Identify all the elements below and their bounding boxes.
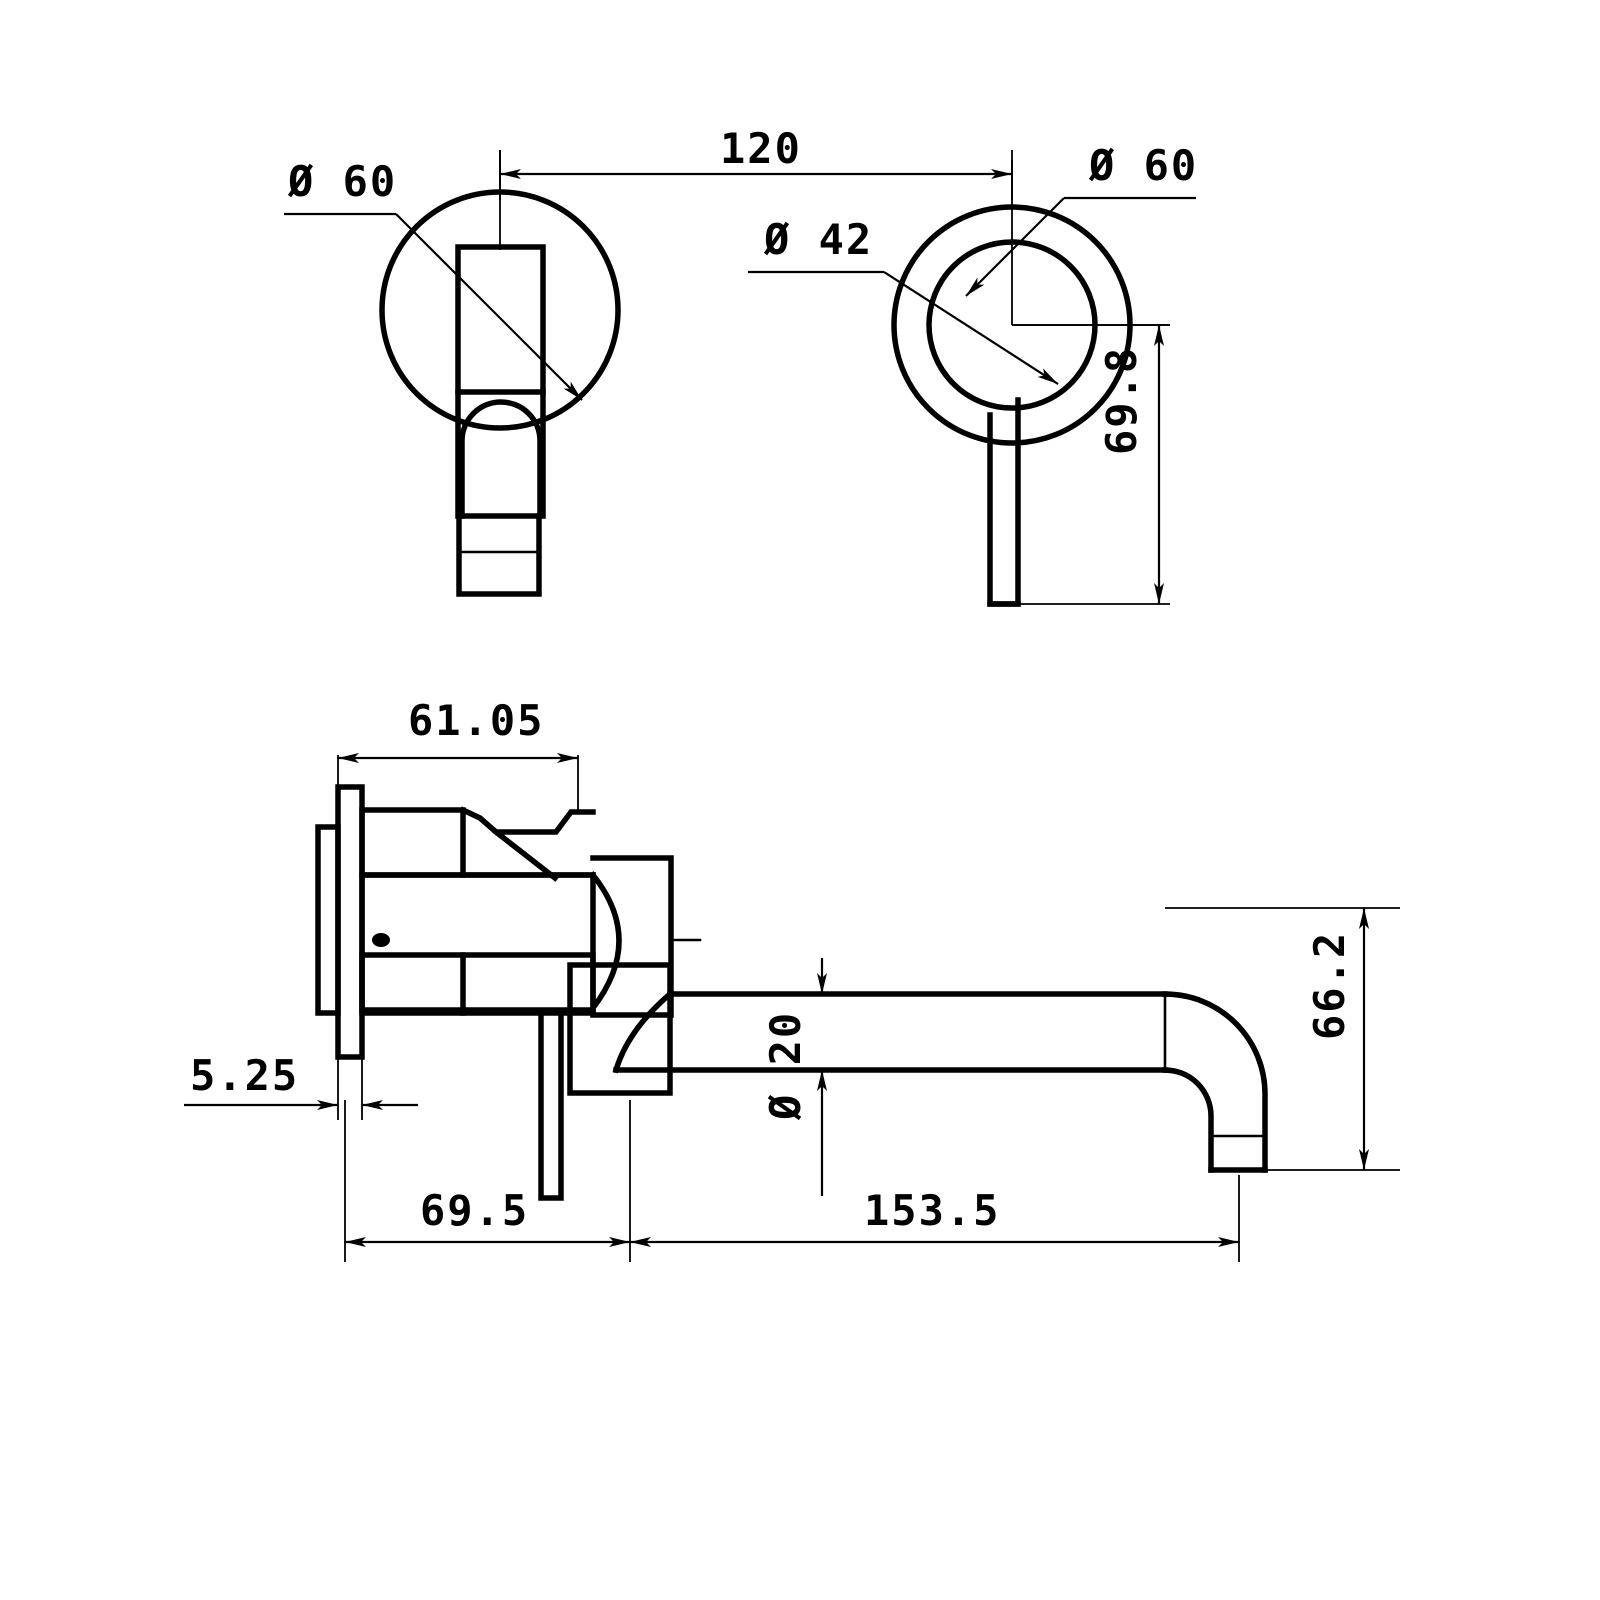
side-body-right-block [590,855,674,1018]
dimension-61p05: 61.05 [337,696,579,812]
mixer-handle-block [455,244,546,519]
grub-screw-dot [372,933,390,947]
dimension-dia60-left: Ø 60 [284,157,583,401]
side-rear-collar [315,824,341,1016]
side-lower-band-right [460,952,596,1016]
dim66p2-label: 66.2 [1305,931,1354,1040]
dim5p25-label: 5.25 [190,1051,299,1100]
side-handle-barrel [359,807,466,878]
side-lever-edge [492,828,559,882]
side-lever-drop [538,1010,564,1201]
dimension-dia20: Ø 20 [761,958,827,1196]
dia42-label: Ø 42 [763,215,873,264]
front-view-mixer [379,150,621,597]
dimension-69p8: 69.8 [1012,324,1170,605]
dimension-69p5: 69.5 [344,1100,631,1262]
dim153p5-label: 153.5 [864,1186,1000,1235]
dimension-5p25: 5.25 [184,1051,418,1120]
dimension-dia42: Ø 42 [748,215,1059,385]
side-body-mid [359,872,596,1013]
dia42-pointer [883,271,1059,385]
side-body-concave [589,871,622,1012]
dimension-dia60-right: Ø 60 [965,141,1198,297]
spout-stem [987,397,1021,607]
dim69p8-label: 69.8 [1097,346,1146,455]
dia20-label: Ø 20 [761,1011,810,1121]
dia60-left-pointer [395,213,583,401]
mixer-lever-shaft [456,513,542,597]
side-lever-chamfer [459,806,596,835]
side-spout-neck-upper [612,990,674,1074]
dimension-66p2: 66.2 [1165,907,1400,1171]
dia60-right-pointer [965,197,1065,297]
dia60-left-label: Ø 60 [287,157,397,206]
dim69p5-label: 69.5 [420,1186,529,1235]
mixer-lever-arch [459,399,543,519]
side-elevation [315,784,1268,1201]
side-spout-elbow-outer [1162,991,1268,1173]
side-wall-plate [335,784,365,1060]
dimension-120: 120 [499,124,1013,200]
side-lower-band-left [359,952,466,1016]
dimension-153p5: 153.5 [630,1175,1240,1262]
dia60-right-label: Ø 60 [1088,141,1198,190]
dim120-label: 120 [720,124,802,173]
dim61p05-label: 61.05 [408,696,544,745]
side-spout-trunk [567,962,673,1096]
side-spout-elbow-inner [1162,1067,1214,1173]
